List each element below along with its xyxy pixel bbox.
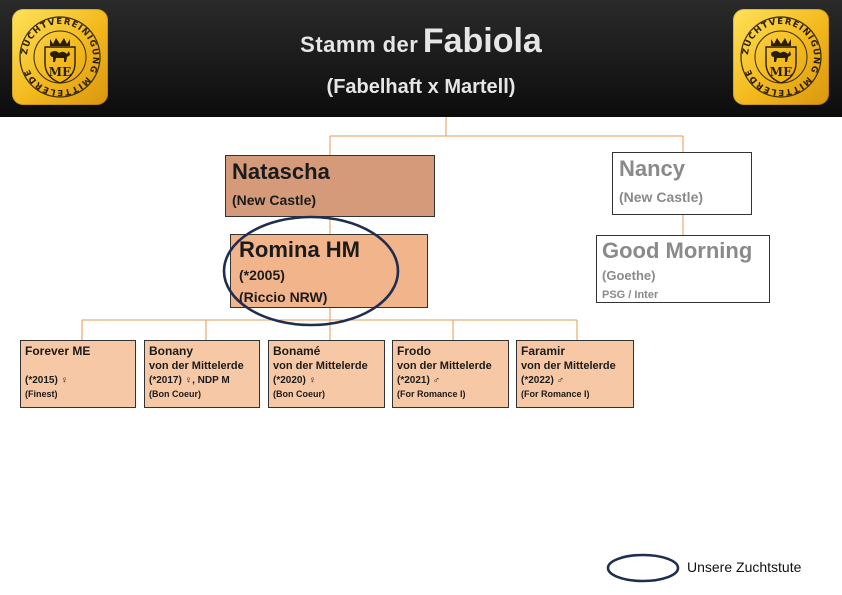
horse-birth: (*2021) ♂: [397, 375, 441, 386]
horse-box-child: Bonany von der Mittelerde (*2017) ♀, NDP…: [144, 340, 260, 408]
horse-box-child: Bonamé von der Mittelerde (*2020) ♀ (Bon…: [268, 340, 385, 408]
club-seal-icon: ZUCHTVEREINIGUNG MITTELERDE ME: [740, 16, 822, 98]
horse-birth: (*2020) ♀: [273, 375, 317, 386]
horse-birth: (*2015) ♀: [25, 375, 69, 386]
horse-note: PSG / Inter: [602, 289, 659, 301]
horse-sire: (Bon Coeur): [149, 389, 201, 399]
horse-sire: (Goethe): [602, 268, 656, 283]
horse-sire: (New Castle): [619, 189, 704, 205]
horse-sire: (For Romance I): [521, 389, 590, 399]
horse-name: Frodo: [397, 344, 431, 358]
svg-text:ME: ME: [49, 65, 71, 79]
horse-name: Faramir: [521, 344, 566, 358]
horse-name: Romina HM: [239, 237, 360, 262]
horse-name: Good Morning: [602, 238, 753, 263]
horse-birth: (*2022) ♂: [521, 375, 565, 386]
logo-left: ZUCHTVEREINIGUNG MITTELERDE ME: [12, 9, 108, 105]
horse-sire: (Riccio NRW): [239, 289, 328, 305]
page-subtitle: (Fabelhaft x Martell): [326, 76, 516, 98]
horse-name: Forever ME: [25, 344, 91, 358]
legend-ellipse-icon: [606, 553, 680, 583]
horse-box-good-morning: Good Morning (Goethe) PSG / Inter: [596, 235, 770, 303]
horse-name: Bonamé: [273, 344, 321, 358]
horse-affix: von der Mittelerde: [273, 360, 368, 372]
horse-name: Bonany: [149, 344, 194, 358]
header-banner: ZUCHTVEREINIGUNG MITTELERDE ME ZUCHTVERE…: [0, 0, 842, 117]
horse-birth: (*2017) ♀, NDP M: [149, 375, 230, 386]
horse-sire: (For Romance I): [397, 389, 466, 399]
horse-box-child: Faramir von der Mittelerde (*2022) ♂ (Fo…: [516, 340, 634, 408]
horse-sire: (Finest): [25, 389, 58, 399]
svg-text:ME: ME: [770, 65, 792, 79]
broodmare-highlight-ellipse: [222, 215, 400, 327]
horse-birth: (*2005): [239, 267, 285, 283]
horse-name: Nancy: [619, 156, 686, 181]
horse-box-natascha: Natascha (New Castle): [225, 155, 435, 217]
horse-box-child: Forever ME (*2015) ♀ (Finest): [20, 340, 136, 408]
horse-sire: (New Castle): [232, 192, 317, 208]
horse-box-romina: Romina HM (*2005) (Riccio NRW): [230, 234, 428, 308]
logo-right: ZUCHTVEREINIGUNG MITTELERDE ME: [733, 9, 829, 105]
title-prefix: Stamm der: [300, 32, 419, 57]
horse-affix: von der Mittelerde: [397, 360, 492, 372]
horse-box-child: Frodo von der Mittelerde (*2021) ♂ (For …: [392, 340, 509, 408]
title-name: Fabiola: [422, 22, 542, 60]
horse-box-nancy: Nancy (New Castle): [612, 152, 752, 215]
horse-affix: von der Mittelerde: [149, 360, 244, 372]
horse-affix: [25, 359, 131, 374]
horse-name: Natascha: [232, 159, 330, 184]
horse-sire: (Bon Coeur): [273, 389, 325, 399]
page-title: Stamm der Fabiola: [0, 22, 842, 61]
club-seal-icon: ZUCHTVEREINIGUNG MITTELERDE ME: [19, 16, 101, 98]
legend-label: Unsere Zuchtstute: [687, 559, 802, 575]
horse-affix: von der Mittelerde: [521, 360, 616, 372]
